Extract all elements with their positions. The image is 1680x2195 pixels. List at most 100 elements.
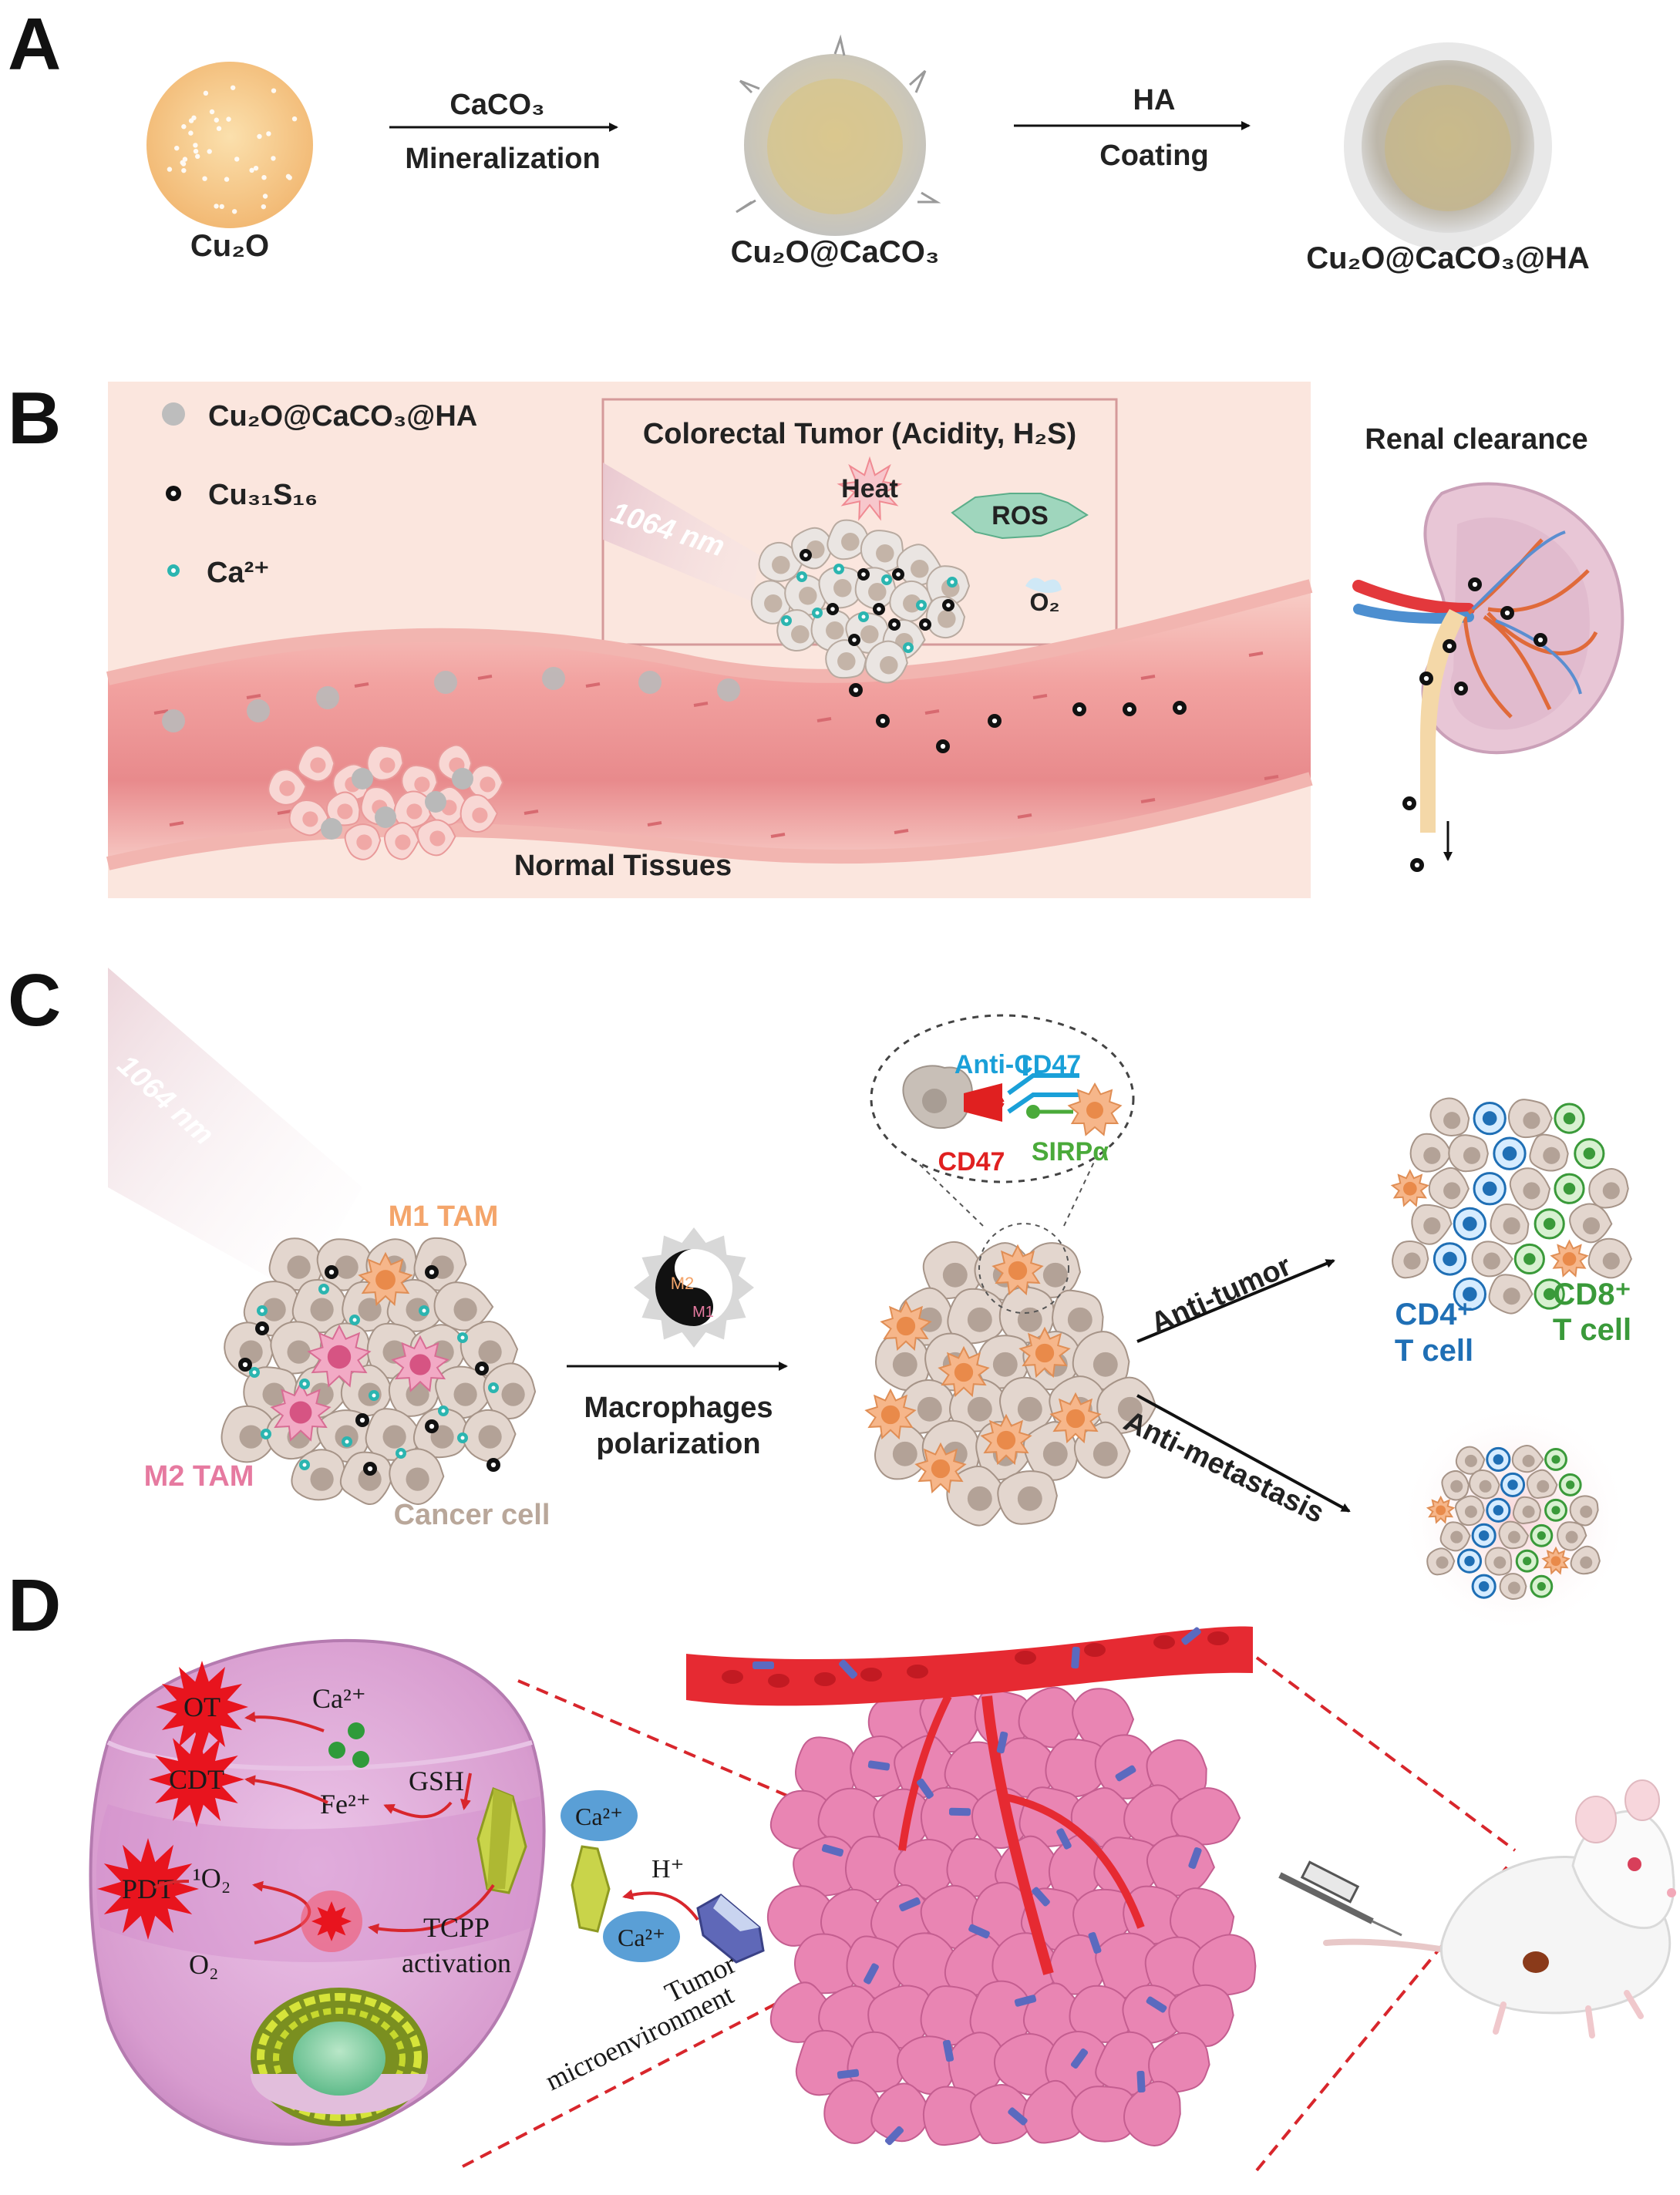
crystal-inside: [476, 1787, 527, 1894]
nanorod: [942, 2039, 954, 2062]
mouse-model: [1323, 1779, 1676, 2038]
tumor-tissue-cell: [870, 2082, 931, 2143]
step2-process-label: Coating: [1099, 140, 1208, 172]
tme-label-line2: microenvironment: [540, 1979, 739, 2097]
circulating-nanoparticle: [638, 671, 662, 694]
yin-yang-m2-m1-icon: M2 M1: [634, 1227, 754, 1348]
circulating-nanoparticle: [717, 678, 740, 702]
singlet-to-pdt-arrow: [153, 1880, 190, 1889]
zoom-line-left: [911, 1156, 984, 1227]
gsh-to-fe-arrow: [383, 1801, 453, 1819]
cd47-label: CD47: [938, 1147, 1005, 1177]
nanoparticle: [452, 768, 473, 789]
syringe-icon: [1278, 1860, 1402, 1937]
h-plus-label: H⁺: [651, 1855, 685, 1884]
nanoparticle: [352, 768, 373, 789]
nanorod: [837, 2069, 860, 2079]
cancer-cell-label: Cancer cell: [394, 1499, 550, 1531]
panel-d: D OT CDT PDT Ca²⁺: [8, 1564, 1676, 2172]
heat-star: Heat: [837, 456, 903, 521]
cd8-label-line1: CD8⁺: [1553, 1278, 1631, 1311]
anti-tumor-label: Anti-tumor: [1146, 1250, 1297, 1340]
cu2o-caco3-label: Cu₂O@CaCO₃: [731, 235, 940, 269]
nanorod: [1181, 1627, 1201, 1645]
crystal-outside: [571, 1845, 611, 1933]
nanorod: [1088, 1931, 1102, 1954]
nanorod: [948, 1807, 971, 1816]
polarization-label-line1: Macrophages: [584, 1392, 773, 1424]
nanorod: [996, 1731, 1008, 1754]
nanorod: [752, 1661, 774, 1669]
acid-dissolution-arrow: [622, 1889, 699, 1921]
tumor-tissue-cell: [1192, 1934, 1257, 1996]
normal-tissues-label: Normal Tissues: [514, 850, 732, 882]
tcpp-activation-arrow: [368, 1884, 495, 1934]
ca-bubble-bottom: Ca²⁺: [603, 1911, 680, 1962]
gsh-down-arrow: [460, 1772, 472, 1810]
nanorod: [1014, 1995, 1037, 2007]
nanorod: [1008, 2107, 1028, 2126]
circulating-nanoparticle: [316, 686, 339, 709]
anti-metastasis-label: Anti-metastasis: [1119, 1405, 1329, 1530]
nanorod: [1032, 1887, 1050, 1907]
anti-tumor-arrow: [1136, 1259, 1335, 1343]
gsh-label: GSH: [409, 1766, 464, 1796]
yin-yang-m1-label: M1: [692, 1304, 714, 1321]
tumor-tissue-cell: [1148, 2032, 1210, 2093]
tumor-tissue-cell: [823, 2079, 884, 2144]
circulating-nanoparticle: [247, 699, 270, 722]
ot-star: OT: [156, 1661, 248, 1753]
tumor-box-title: Colorectal Tumor (Acidity, H₂S): [643, 418, 1076, 450]
nanoparticle: [425, 791, 446, 813]
nanorod: [1146, 1996, 1167, 2013]
polarization-label-line2: polarization: [596, 1428, 760, 1460]
panel-b-letter: B: [8, 377, 61, 460]
nanorod: [1115, 1765, 1136, 1782]
cd47-sirpa-interaction: [902, 1056, 1123, 1136]
activated-tcpp-glow: [301, 1890, 362, 1952]
tumor-tissue-cell: [1095, 1932, 1165, 1999]
legend-item-cu31s16: Cu₃₁S₁₆: [208, 479, 318, 511]
laser-beam-c: [108, 968, 362, 1295]
circulating-nanoparticle: [162, 709, 185, 732]
oxygen-label: O₂: [189, 1949, 219, 1980]
tumor-before-treatment: [221, 1237, 537, 1506]
tcpp-label-line1: TCPP: [423, 1912, 490, 1943]
cdt-star: CDT: [149, 1732, 244, 1827]
nanorod: [917, 1778, 934, 1799]
anti-metastasis-arrow: [1136, 1394, 1351, 1513]
zoom-line-right: [1063, 1160, 1096, 1227]
tumor-tissue-cell: [1122, 1985, 1188, 2045]
ot-label: OT: [183, 1692, 221, 1722]
cd4-label-line2: T cell: [1395, 1334, 1473, 1368]
panel-a: A Cu₂O CaCO₃ Mineralization Cu₂O@CaCO₃ H…: [8, 3, 1590, 275]
step2-reagent-label: HA: [1133, 84, 1176, 116]
pdt-label: PDT: [122, 1873, 174, 1904]
panel-a-letter: A: [8, 3, 61, 86]
sirpa-label: SIRPα: [1032, 1137, 1109, 1167]
legend-item-nanoparticle: Cu₂O@CaCO₃@HA: [208, 400, 477, 433]
panel-c: C 1064 nm M1 TAM M2 TAM Cancer cell M2 M…: [8, 959, 1632, 1634]
nanorod: [884, 2126, 904, 2146]
tcpp-label-line2: activation: [402, 1948, 511, 1978]
cu2o-nanoparticle: [146, 62, 313, 228]
laser-beam-b: [603, 463, 759, 601]
tumor-tissue-cell: [844, 1835, 907, 1901]
tumor-cluster-b: [750, 519, 971, 684]
ca-bubble-top: Ca²⁺: [561, 1790, 638, 1841]
nanoparticle: [375, 806, 396, 828]
zoom-dashed-line-1: [517, 1679, 799, 1802]
ca-bubble-bottom-label: Ca²⁺: [618, 1924, 665, 1951]
tumor-with-t-cells: [1390, 1097, 1632, 1315]
tumor-tissue-cell: [897, 2035, 956, 2095]
nanorod: [864, 1963, 879, 1985]
nanorod: [1071, 1646, 1080, 1669]
nanorod: [867, 1760, 891, 1771]
ca-to-ot-arrow: [244, 1711, 325, 1732]
legend-swatch-nanoparticle: [162, 402, 185, 426]
cdt-label: CDT: [169, 1764, 224, 1795]
ureter: [1420, 609, 1465, 833]
m1-tam-label: M1 TAM: [389, 1200, 499, 1233]
ca-bubble-top-label: Ca²⁺: [575, 1803, 623, 1830]
